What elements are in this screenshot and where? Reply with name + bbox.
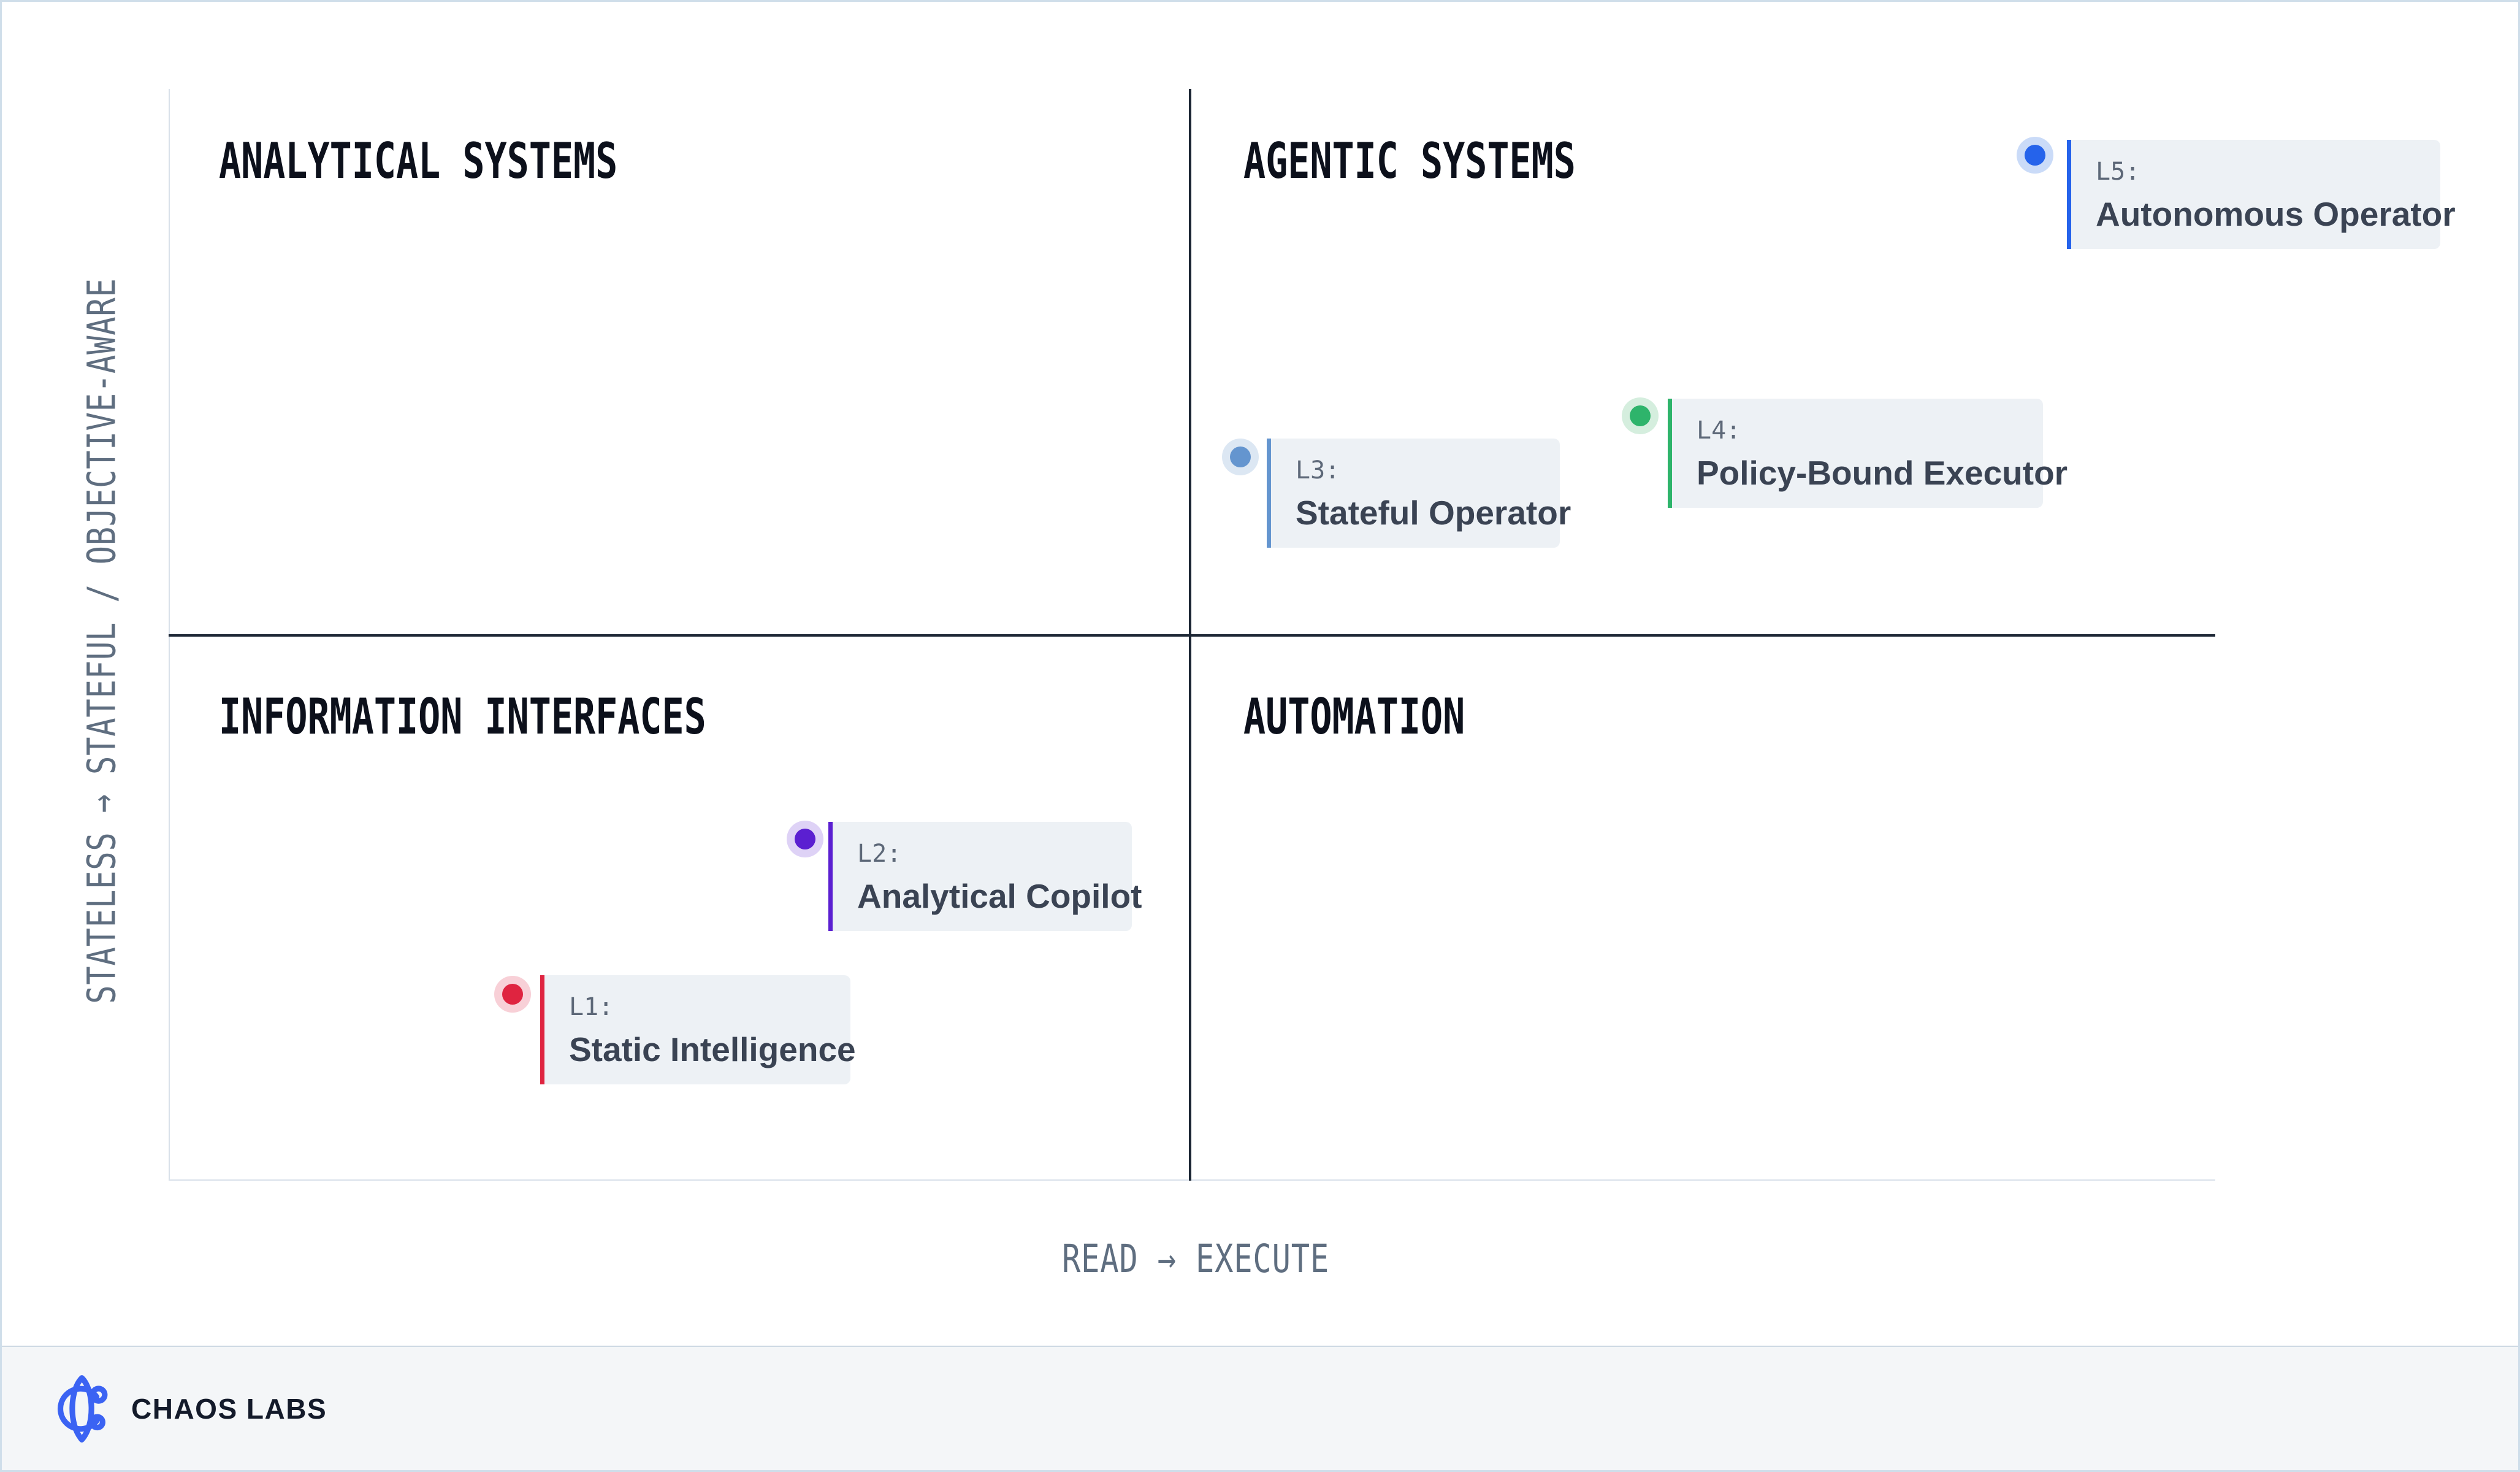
level-card-l4: L4: Policy-Bound Executor [1668, 399, 2068, 508]
level-card-l1: L1: Static Intelligence [540, 975, 856, 1084]
level-card-l3: L3: Stateful Operator [1267, 439, 1571, 548]
quadrant-title-agentic-systems: AGENTIC SYSTEMS [1243, 132, 1576, 190]
level-card-name: Analytical Copilot [857, 877, 1142, 915]
level-card-label: L2: [857, 840, 902, 868]
level-card-name: Stateful Operator [1296, 494, 1571, 532]
quadrant-title-information-interfaces: INFORMATION INTERFACES [219, 688, 706, 745]
y-axis-label: STATELESS → STATEFUL / OBJECTIVE-AWARE [79, 278, 124, 1004]
horizontal-divider-line [169, 634, 2215, 637]
level-card-l2: L2: Analytical Copilot [828, 822, 1142, 931]
data-point-dot-l5 [2017, 137, 2053, 174]
level-card-name: Policy-Bound Executor [1697, 454, 2068, 492]
quadrant-title-analytical-systems: ANALYTICAL SYSTEMS [219, 132, 618, 190]
data-point-dot-l4 [1622, 397, 1659, 434]
brand-name: CHAOS LABS [131, 1392, 327, 1425]
data-point-core [1230, 447, 1251, 467]
x-axis-label: READ → EXECUTE [1062, 1236, 1330, 1281]
data-point-core [1630, 405, 1651, 426]
quadrant-title-automation: AUTOMATION [1243, 688, 1465, 745]
level-card-label: L5: [2096, 158, 2140, 186]
data-point-core [2025, 145, 2045, 166]
data-point-core [502, 984, 523, 1005]
data-point-core [795, 829, 815, 849]
data-point-dot-l1 [494, 976, 531, 1013]
level-card-l5: L5: Autonomous Operator [2067, 140, 2456, 249]
level-card-name: Static Intelligence [569, 1030, 856, 1068]
level-card-label: L3: [1296, 456, 1340, 485]
level-card-name: Autonomous Operator [2096, 195, 2456, 233]
footer: CHAOS LABS [2, 1346, 2518, 1470]
level-card-label: L1: [569, 993, 614, 1021]
level-card-label: L4: [1697, 416, 1741, 445]
data-point-dot-l3 [1222, 439, 1259, 475]
chaos-labs-logo-icon [58, 1374, 108, 1443]
data-point-dot-l2 [787, 821, 823, 857]
